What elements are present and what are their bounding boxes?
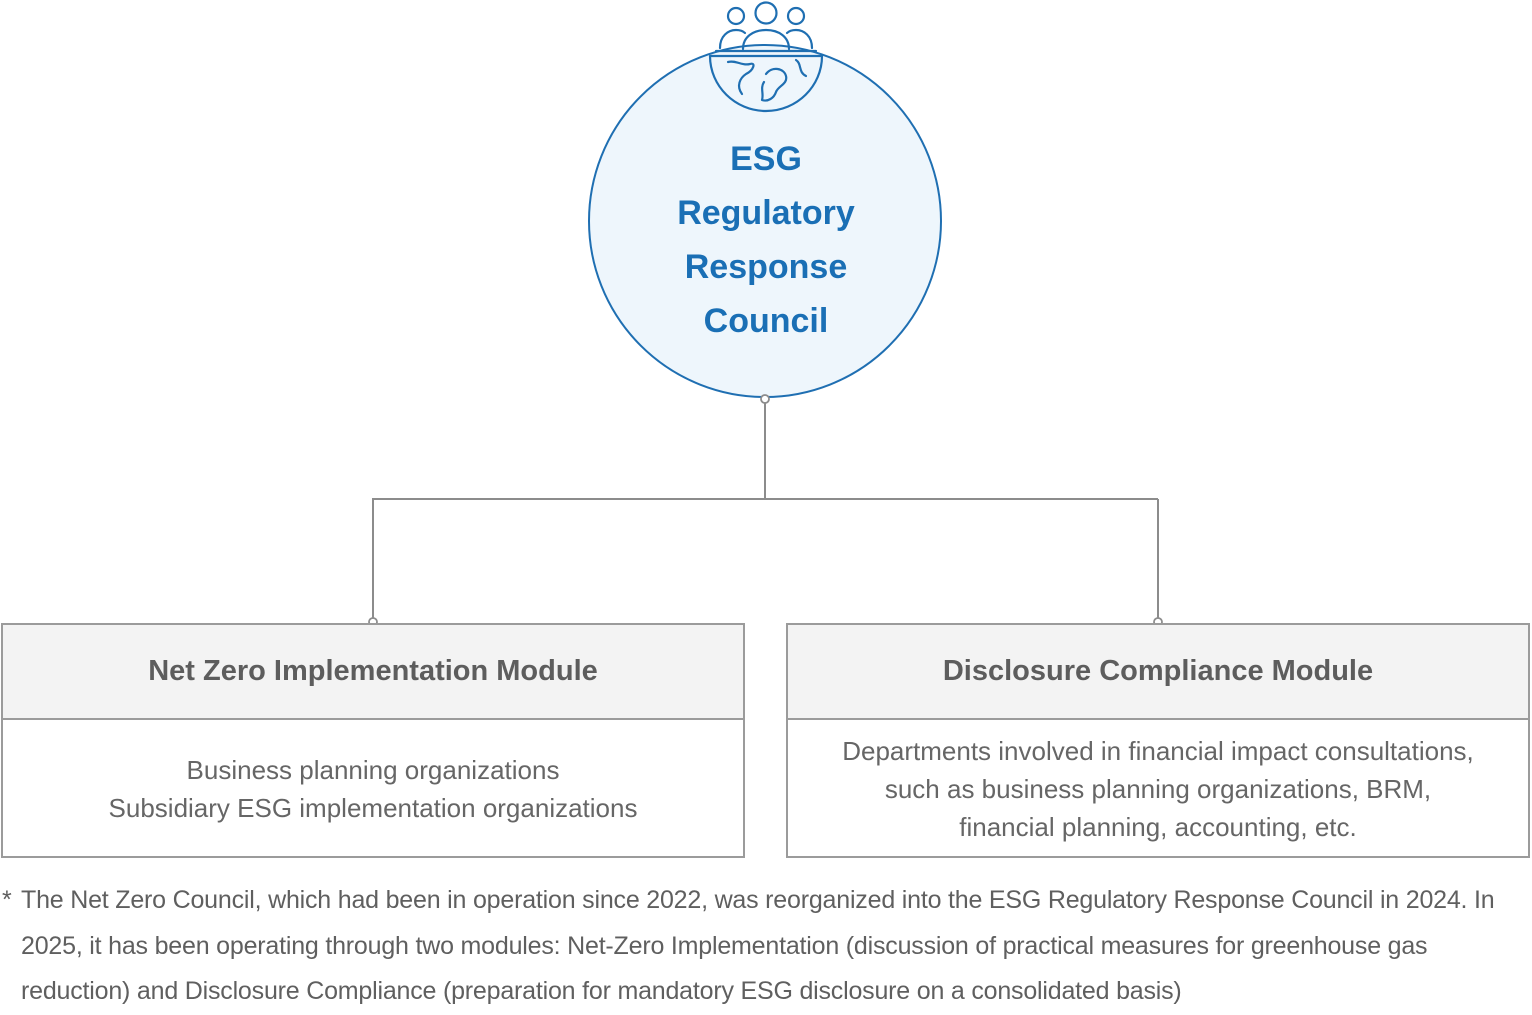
net-zero-module-box: Net Zero Implementation Module Business … [1, 623, 745, 858]
module-member-line: Subsidiary ESG implementation organizati… [108, 793, 638, 823]
net-zero-module-title: Net Zero Implementation Module [3, 625, 743, 720]
disclosure-module-box: Disclosure Compliance Module Departments… [786, 623, 1530, 858]
module-member-line: Departments involved in financial impact… [842, 736, 1474, 766]
footnote-mark: * [2, 886, 12, 914]
disclosure-module-title: Disclosure Compliance Module [788, 625, 1528, 720]
disclosure-module-members: Departments involved in financial impact… [788, 720, 1528, 858]
council-circle [588, 44, 942, 398]
net-zero-module-members: Business planning organizations Subsidia… [3, 720, 743, 858]
people-globe-icon [708, 1, 824, 113]
council-title: ESG Regulatory Response Council [677, 140, 855, 340]
module-member-line: Business planning organizations [186, 755, 560, 785]
connector-node-council [760, 394, 770, 404]
module-member-line: such as business planning organizations,… [884, 774, 1432, 804]
footnote-text: The Net Zero Council, which had been in … [21, 886, 1495, 1005]
module-member-line: financial planning, accounting, etc. [959, 812, 1357, 842]
